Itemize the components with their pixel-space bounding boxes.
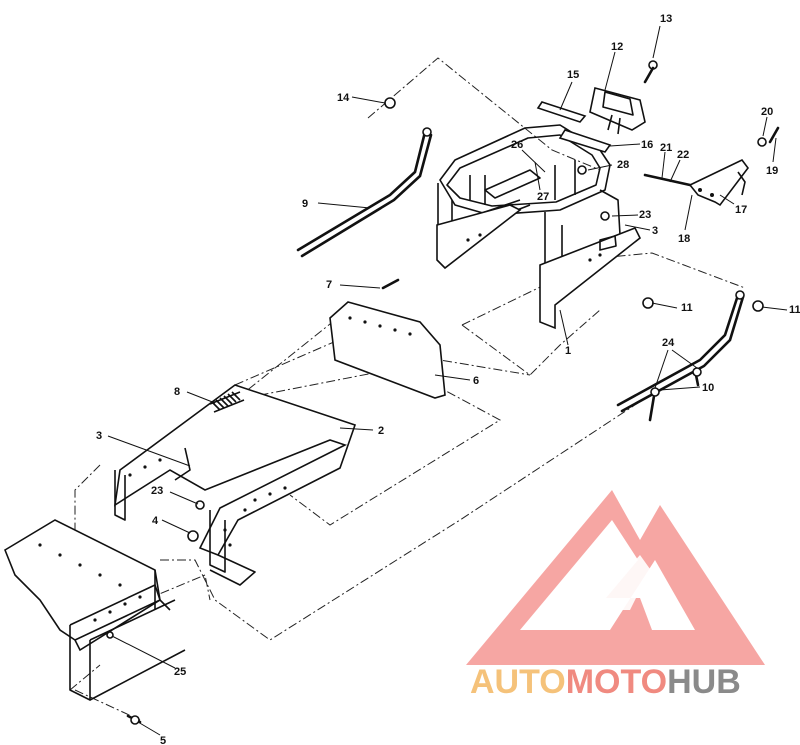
callout-8: 8 (174, 386, 180, 398)
callout-26: 26 (511, 139, 523, 151)
callout-labels: 13 12 15 14 16 26 28 21 22 20 19 17 18 2… (96, 13, 800, 745)
callout-7: 7 (326, 279, 332, 291)
callout-3-top: 3 (652, 225, 658, 237)
rear-rack (436, 124, 642, 330)
watermark-moto: MOTO (566, 663, 667, 701)
rack-bracket (643, 158, 750, 207)
callout-15: 15 (567, 69, 579, 81)
callout-5: 5 (160, 735, 166, 745)
callout-25: 25 (174, 666, 186, 678)
tunnel-extension (113, 384, 357, 586)
callout-3-bottom: 3 (96, 430, 102, 442)
grab-bar-right (616, 290, 745, 413)
callout-2: 2 (378, 425, 384, 437)
callout-20: 20 (761, 106, 773, 118)
callout-18: 18 (678, 233, 690, 245)
callout-11-right: 11 (789, 304, 800, 316)
watermark-hub: HUB (667, 663, 741, 701)
callout-27: 27 (537, 191, 549, 203)
callout-23-top: 23 (639, 209, 651, 221)
callout-6: 6 (473, 375, 479, 387)
leader-lines (107, 25, 788, 736)
callout-21: 21 (660, 142, 672, 154)
mud-flap (329, 301, 446, 399)
callout-14: 14 (337, 92, 350, 104)
spring (209, 391, 245, 413)
callout-4: 4 (152, 515, 159, 527)
callout-24: 24 (662, 337, 675, 349)
callout-28: 28 (617, 159, 629, 171)
chassis-tunnel (4, 519, 186, 701)
callout-22: 22 (677, 149, 689, 161)
callout-10: 10 (702, 382, 714, 394)
callout-19: 19 (766, 165, 778, 177)
watermark-auto: AUTO (470, 663, 566, 701)
callout-17: 17 (735, 204, 747, 216)
callout-12: 12 (611, 41, 623, 53)
callout-16: 16 (641, 139, 653, 151)
callout-9: 9 (302, 198, 308, 210)
callout-11-mid: 11 (681, 302, 693, 314)
svg-text:AUTOMOTOHUB: AUTOMOTOHUB (470, 663, 741, 701)
watermark-text: AUTOMOTOHUB (470, 663, 741, 701)
callout-13: 13 (660, 13, 672, 25)
automotohub-logo (466, 490, 765, 665)
grab-bar-left (296, 127, 433, 258)
callout-23-bottom: 23 (151, 485, 163, 497)
callout-1: 1 (565, 345, 571, 357)
tail-light (536, 87, 646, 153)
